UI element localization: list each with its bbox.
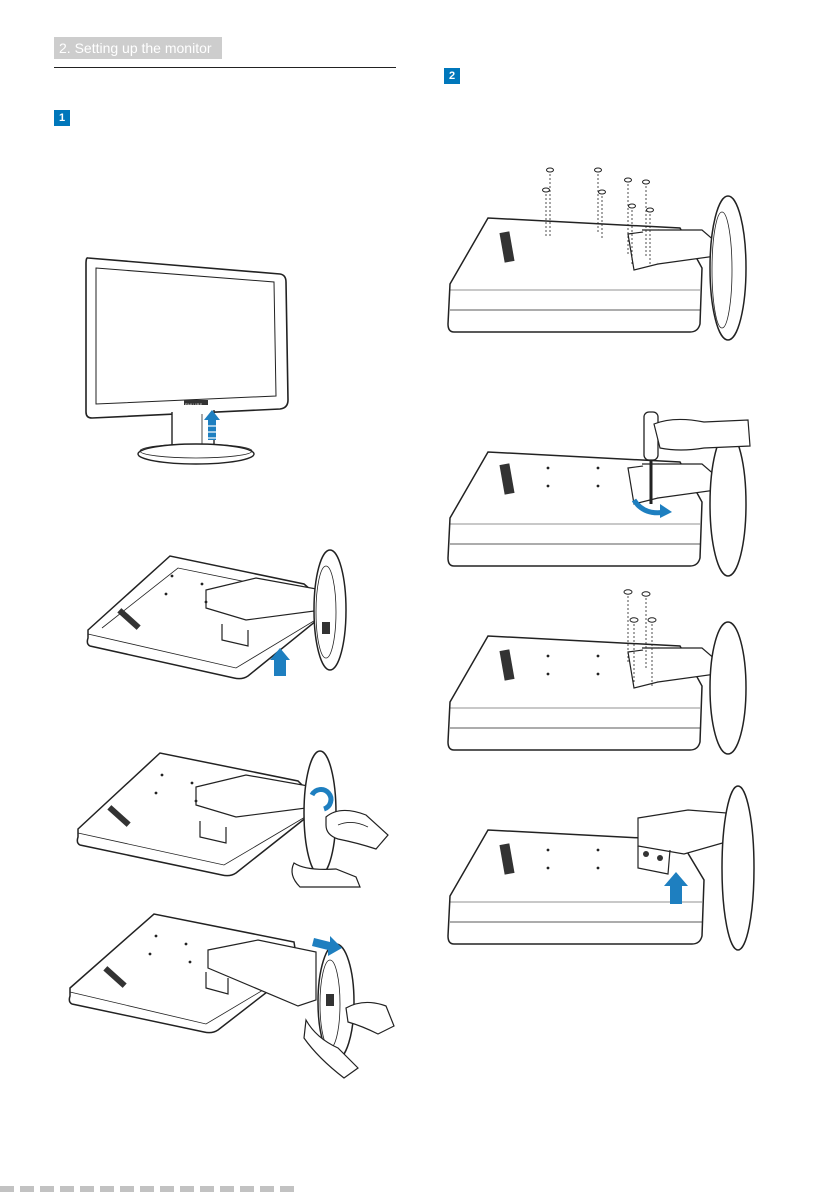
- facedown-monitor-stand-illustration: [86, 550, 356, 682]
- header-rule: [54, 67, 396, 68]
- step-badge-2: 2: [444, 68, 460, 84]
- remove-base-illustration: [68, 908, 398, 1080]
- section-title: 2. Setting up the monitor: [54, 37, 222, 59]
- lift-stand-illustration: [448, 784, 758, 952]
- hinge-screws-illustration: [448, 588, 748, 756]
- step-badge-1: 1: [54, 110, 70, 126]
- monitor-front-illustration: [84, 252, 294, 466]
- footer-strip: [0, 1186, 300, 1192]
- monitor-logo: PHILIPS: [185, 402, 202, 407]
- remove-screws-illustration: [448, 160, 748, 340]
- screwdriver-illustration: [448, 408, 768, 576]
- unscrew-base-illustration: [76, 745, 396, 887]
